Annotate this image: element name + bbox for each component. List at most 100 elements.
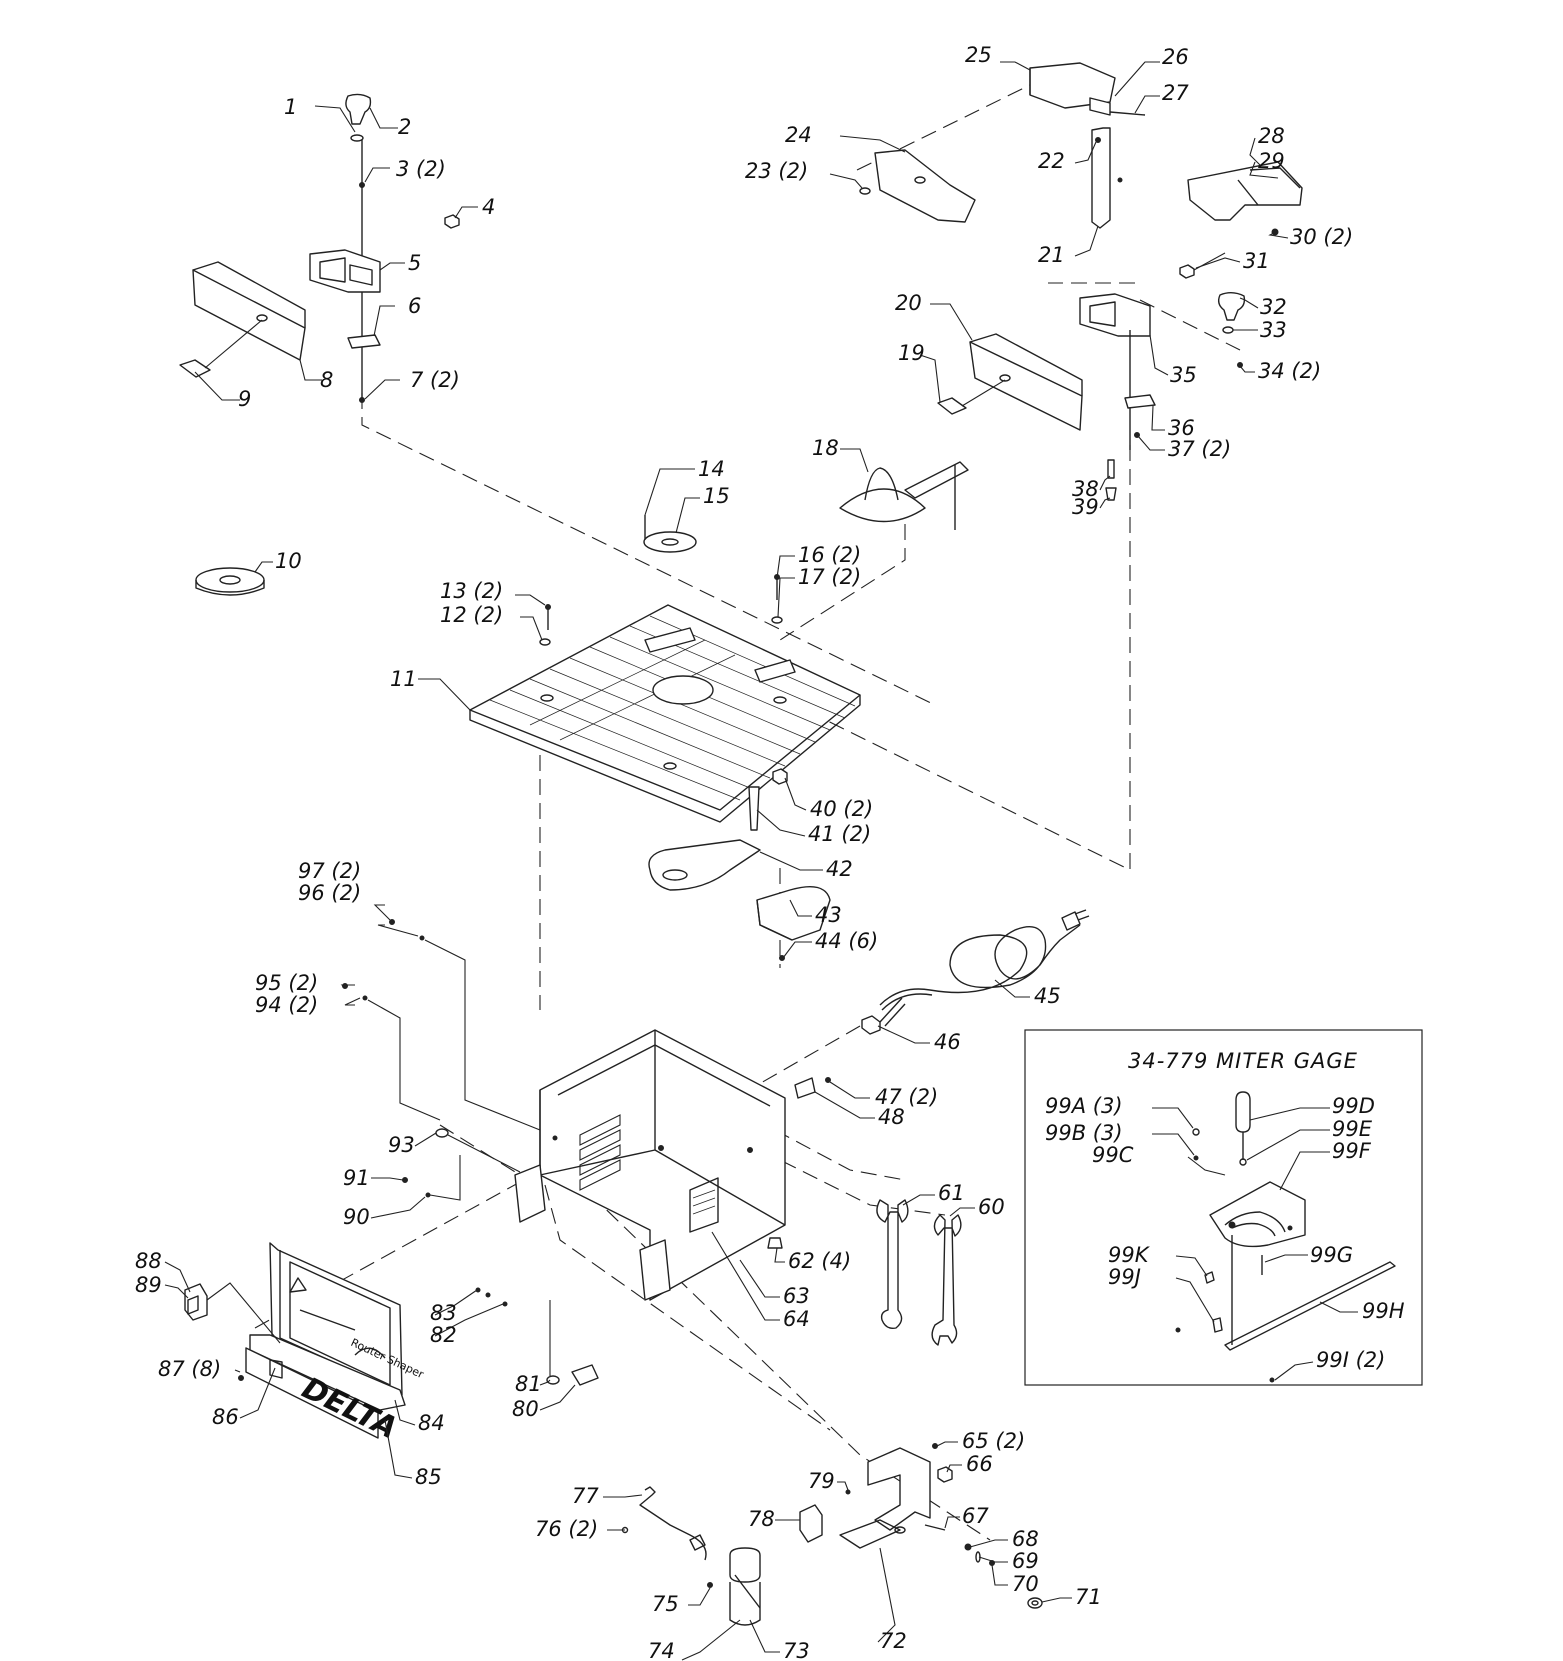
stop-99j [1212, 1317, 1223, 1333]
callout-25: 25 [965, 43, 992, 67]
callout-70: 70 [1012, 1572, 1039, 1596]
callout-87: 87 (8) [158, 1357, 221, 1381]
strain-relief-46 [861, 1015, 881, 1035]
callout-39: 39 [1072, 495, 1099, 519]
callout-72: 72 [880, 1629, 907, 1653]
callout-88: 88 [135, 1249, 162, 1273]
guard-18 [839, 488, 926, 523]
callout-46: 46 [934, 1030, 961, 1054]
screw-99i [1269, 1377, 1275, 1383]
screw-34 [1237, 362, 1243, 368]
screw-99a [1192, 1128, 1200, 1136]
callout-78: 78 [748, 1507, 775, 1531]
bolt-9 [179, 359, 211, 378]
callout-21: 21 [1038, 243, 1065, 267]
handle-99d [1235, 1091, 1251, 1133]
callout-99f: 99F [1332, 1139, 1372, 1163]
screw-99b [1193, 1155, 1199, 1161]
callout-95: 95 (2) [255, 971, 318, 995]
callout-89: 89 [135, 1273, 162, 1297]
callout-45: 45 [1034, 984, 1061, 1008]
plate-42 [648, 839, 761, 891]
callout-62: 62 (4) [788, 1249, 851, 1273]
callout-13: 13 (2) [440, 579, 503, 603]
callout-99a: 99A (3) [1045, 1094, 1123, 1118]
callout-77: 77 [572, 1484, 599, 1508]
screw-65 [932, 1443, 938, 1449]
clip-48 [794, 1077, 816, 1099]
callout-69: 69 [1012, 1549, 1039, 1573]
callout-24: 24 [785, 123, 812, 147]
screw-7 [359, 397, 365, 403]
callout-68: 68 [1012, 1527, 1039, 1551]
power-cord [861, 909, 1090, 1035]
bushing-71 [1027, 1597, 1043, 1609]
callout-5: 5 [408, 251, 421, 275]
callout-4: 4 [482, 195, 495, 219]
callout-99h: 99H [1362, 1299, 1405, 1323]
callout-38: 38 [1072, 477, 1099, 501]
cabinet-63 [539, 1029, 786, 1301]
switch-78 [799, 1504, 823, 1543]
washer-1 [350, 134, 364, 142]
callout-30: 30 (2) [1290, 225, 1353, 249]
callout-15: 15 [703, 484, 730, 508]
vent-slots [579, 1114, 621, 1191]
callout-96: 96 (2) [298, 881, 361, 905]
switch-80 [571, 1364, 599, 1386]
screw-75 [707, 1582, 713, 1588]
callout-33: 33 [1260, 318, 1287, 342]
pin-27 [1109, 111, 1146, 116]
screw-87 [238, 1375, 244, 1381]
inset-title: 34-779 MITER GAGE [1128, 1049, 1358, 1073]
callout-12: 12 (2) [440, 603, 503, 627]
screw-97 [389, 919, 395, 925]
knob-32 [1217, 292, 1246, 321]
plate-86 [245, 1347, 379, 1439]
callout-99k: 99K [1108, 1243, 1151, 1267]
callout-75: 75 [652, 1592, 679, 1616]
callout-16: 16 (2) [798, 543, 861, 567]
cabinet-assembly [514, 1029, 831, 1301]
cabinet-leg-left [514, 1164, 546, 1223]
nut-40 [772, 768, 788, 785]
callout-83: 83 [430, 1301, 457, 1325]
assembly-dash-lines [254, 84, 1241, 1541]
callout-99d: 99D [1332, 1094, 1375, 1118]
callout-29: 29 [1258, 149, 1285, 173]
callout-43: 43 [815, 903, 842, 927]
callout-42: 42 [826, 857, 853, 881]
table-center-hole [652, 675, 714, 705]
washer-33 [1222, 326, 1234, 334]
wrench-61 [876, 1199, 909, 1330]
callout-labels: 1 2 3 (2) 4 5 6 7 (2) 8 9 10 11 12 (2) 1… [135, 43, 1405, 1661]
nut-96 [419, 935, 425, 941]
bolt-67 [924, 1524, 946, 1531]
callout-19: 19 [898, 341, 925, 365]
callout-61: 61 [938, 1181, 965, 1205]
callout-99b: 99B (3) [1045, 1121, 1123, 1145]
callout-20: 20 [895, 291, 922, 315]
callout-40: 40 (2) [810, 797, 873, 821]
washer-17 [771, 616, 783, 624]
callout-28: 28 [1258, 124, 1285, 148]
left-fence-assembly [179, 93, 460, 403]
callout-73: 73 [783, 1639, 810, 1661]
wrenches [876, 1199, 962, 1346]
table-area [195, 461, 969, 961]
ring-10 [195, 567, 265, 593]
callout-9: 9 [238, 387, 251, 411]
callout-99g: 99G [1310, 1243, 1353, 1267]
callout-76: 76 (2) [535, 1517, 598, 1541]
front-panel-assembly: Router Shaper DELTA [184, 1242, 426, 1446]
washer-23 [859, 187, 871, 195]
right-fence-assembly [859, 62, 1303, 501]
callout-67: 67 [962, 1504, 989, 1528]
nut-4 [444, 214, 460, 229]
callout-7: 7 (2) [410, 368, 460, 392]
fence-board-20 [969, 341, 1083, 431]
callout-37: 37 (2) [1168, 437, 1231, 461]
callout-80: 80 [512, 1397, 539, 1421]
callout-74: 74 [648, 1639, 675, 1661]
callout-22: 22 [1038, 149, 1065, 173]
